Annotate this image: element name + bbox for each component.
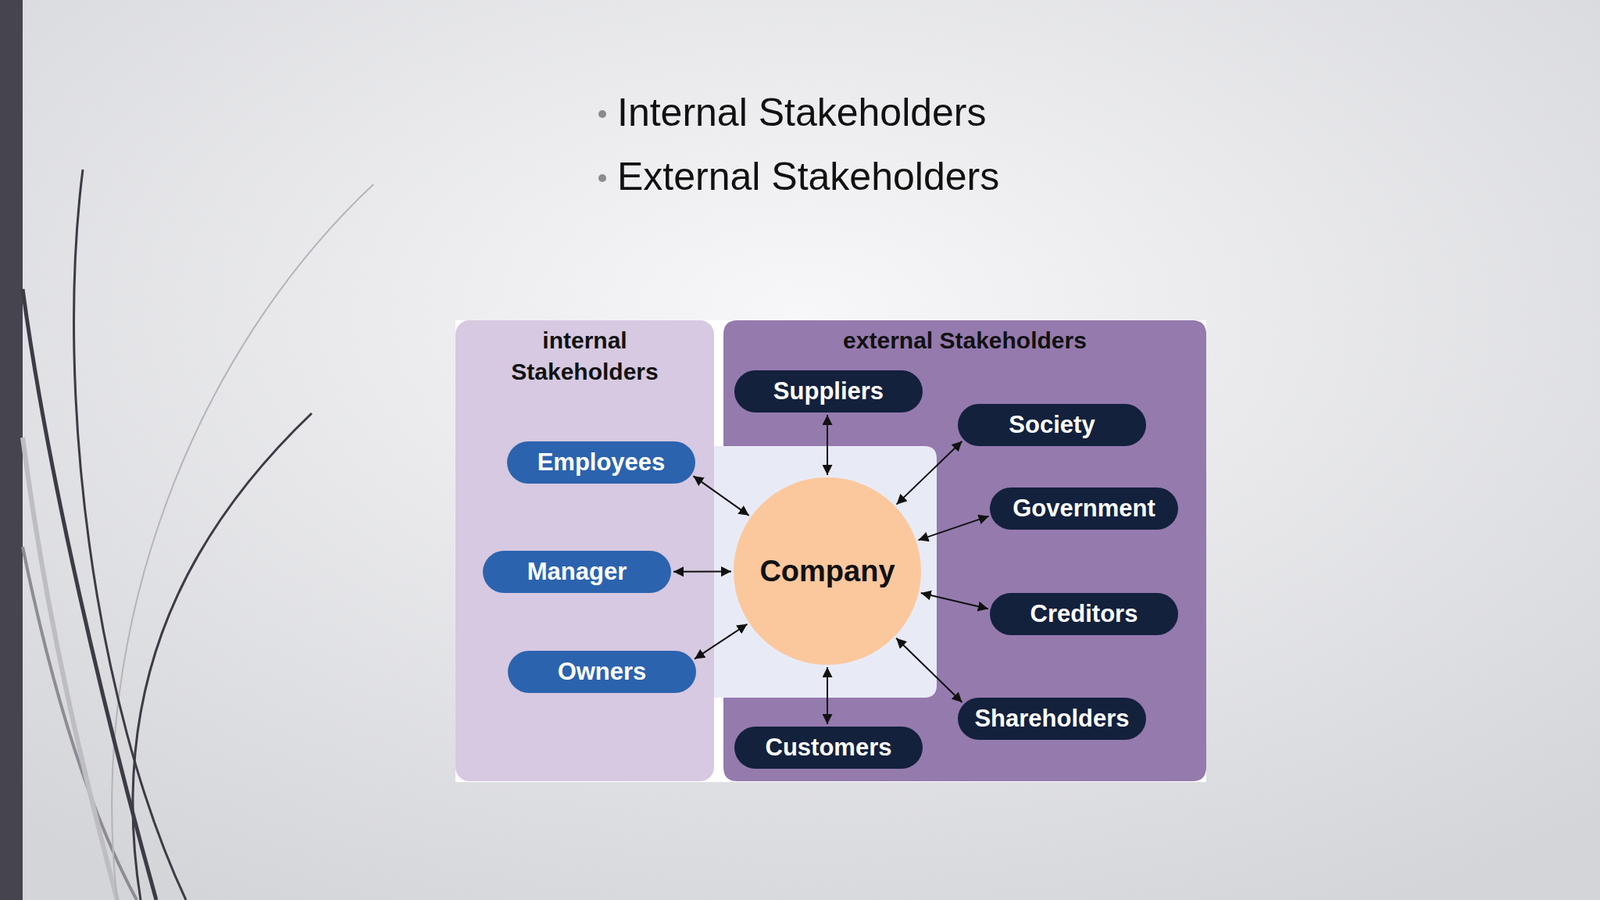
deco-curve	[132, 413, 312, 900]
deco-curve	[74, 169, 186, 900]
node-label: Creditors	[1030, 600, 1139, 629]
stakeholder-pill: Suppliers	[734, 370, 923, 413]
node-label: Suppliers	[773, 377, 884, 406]
double-arrow	[896, 441, 963, 505]
double-arrow	[896, 638, 962, 703]
diagram-ground	[455, 320, 1207, 783]
stakeholder-pill: Owners	[507, 650, 697, 693]
double-arrow	[917, 516, 989, 541]
node-label: Company	[759, 554, 895, 589]
deco-curve	[22, 437, 118, 900]
node-label: Government	[1012, 494, 1156, 523]
bullet-heading: Internal Stakeholders	[617, 89, 987, 136]
side-bar	[0, 0, 23, 900]
node-label: Owners	[557, 657, 647, 686]
node-label: Society	[1008, 410, 1095, 440]
panel-heading: external Stakeholders	[746, 320, 1184, 357]
double-arrow	[921, 592, 989, 609]
stakeholder-panel: internal StakeholdersEmployeesManagerOwn…	[455, 320, 715, 782]
node-label: Employees	[537, 448, 666, 477]
deco-curve	[111, 184, 374, 900]
stakeholder-pill: Government	[989, 487, 1179, 530]
double-arrow	[673, 571, 732, 573]
stakeholder-pill: Customers	[734, 726, 923, 769]
stakeholder-pill: Shareholders	[957, 697, 1147, 740]
double-arrow	[694, 624, 747, 660]
internal-panel-shape	[455, 320, 715, 782]
double-arrow	[826, 667, 829, 725]
node-label: Customers	[765, 733, 893, 762]
stakeholder-pill: Creditors	[989, 592, 1179, 636]
center-area	[714, 446, 937, 698]
bullet-dot	[598, 174, 607, 183]
double-arrow	[692, 475, 749, 515]
stakeholder-pill: Employees	[507, 441, 696, 484]
panel-heading: internal Stakeholders	[487, 320, 683, 388]
external-panel-shape	[723, 320, 1207, 782]
stakeholder-pill: Manager	[482, 550, 672, 593]
stakeholder-pill: Society	[957, 403, 1147, 447]
bullet-dot	[598, 110, 607, 118]
company-circle: Company	[733, 477, 922, 665]
stakeholder-panel: external StakeholdersSuppliersSocietyGov…	[723, 320, 1207, 782]
node-label: Shareholders	[974, 704, 1129, 733]
deco-curve	[22, 289, 157, 900]
node-label: Manager	[527, 557, 627, 586]
bullet-heading: External Stakeholders	[617, 153, 1000, 200]
double-arrow	[826, 414, 829, 475]
